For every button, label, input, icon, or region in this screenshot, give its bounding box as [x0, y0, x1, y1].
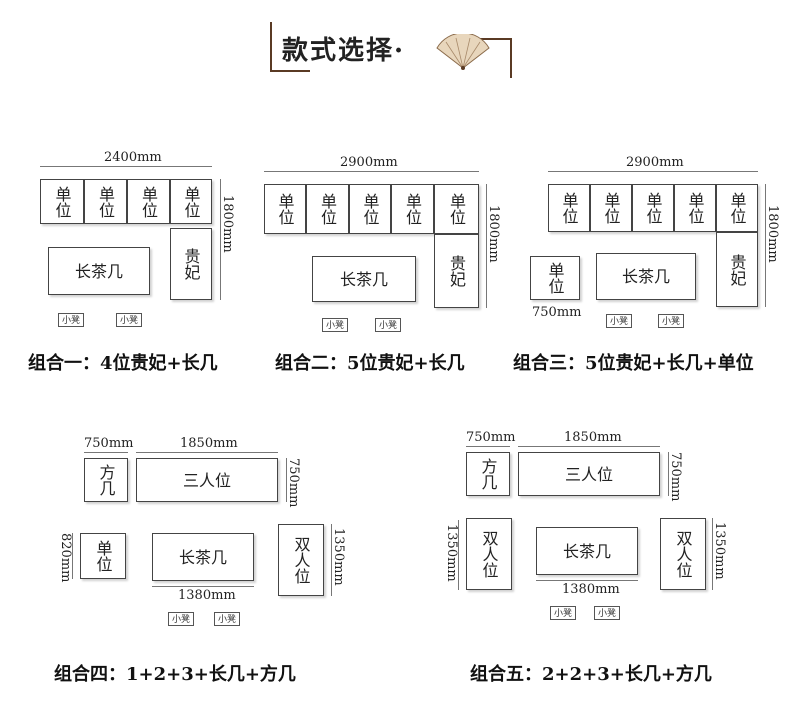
seat-consort: 贵妃 [170, 228, 212, 300]
seat-single: 单位 [434, 184, 479, 234]
dim-depth: 1800mm [486, 205, 501, 263]
seat-single: 单位 [590, 184, 632, 232]
square-table: 方几 [84, 458, 128, 502]
long-tea-table: 长茶几 [596, 253, 696, 300]
combo-caption: 组合五：2+2+3+长几+方几 [470, 664, 712, 685]
long-tea-table: 长茶几 [152, 533, 254, 581]
dim-depth: 1800mm [220, 195, 235, 253]
stool: 小凳 [594, 606, 620, 620]
seat-double: 双人位 [466, 518, 512, 590]
dim-depth-three: 750mm [286, 458, 301, 508]
dim-width: 2400mm [104, 150, 162, 165]
stool: 小凳 [116, 313, 142, 327]
stool: 小凳 [375, 318, 401, 332]
dim-depth: 1800mm [765, 205, 780, 263]
seat-single: 单位 [674, 184, 716, 232]
page-title: 款式选择· [282, 36, 406, 66]
stool: 小凳 [322, 318, 348, 332]
dim-depth-double: 1350mm [331, 528, 346, 586]
dim-depth-single: 820mm [58, 533, 73, 583]
combo-caption: 组合三：5位贵妃+长几+单位 [513, 353, 754, 374]
seat-single: 单位 [391, 184, 434, 234]
seat-single: 单位 [306, 184, 349, 234]
seat-single: 单位 [80, 533, 126, 579]
dim-width-single: 750mm [532, 305, 582, 320]
seat-single: 单位 [264, 184, 306, 234]
long-tea-table: 长茶几 [536, 527, 638, 575]
seat-double: 双人位 [278, 524, 324, 596]
fan-icon [436, 34, 490, 70]
seat-consort: 贵妃 [716, 232, 758, 307]
dim-width-three: 1850mm [180, 436, 238, 451]
seat-single: 单位 [127, 179, 170, 224]
combo-caption: 组合四：1+2+3+长几+方几 [54, 664, 296, 685]
dim-depth-three: 750mm [668, 452, 683, 502]
stool: 小凳 [658, 314, 684, 328]
combo-caption: 组合一：4位贵妃+长几 [28, 353, 218, 374]
seat-single-extra: 单位 [530, 256, 580, 300]
seat-double: 双人位 [660, 518, 706, 590]
dim-width-square: 750mm [466, 430, 516, 445]
dim-width-three: 1850mm [564, 430, 622, 445]
seat-three: 三人位 [136, 458, 278, 502]
seat-single: 单位 [170, 179, 212, 224]
seat-single: 单位 [84, 179, 127, 224]
long-tea-table: 长茶几 [48, 247, 150, 295]
seat-single: 单位 [349, 184, 391, 234]
seat-consort: 贵妃 [434, 234, 479, 308]
combo-caption: 组合二：5位贵妃+长几 [275, 353, 465, 374]
stool: 小凳 [58, 313, 84, 327]
dim-width-table: 1380mm [562, 582, 620, 597]
dim-width-square: 750mm [84, 436, 134, 451]
stool: 小凳 [214, 612, 240, 626]
dim-width: 2900mm [626, 155, 684, 170]
square-table: 方几 [466, 452, 510, 496]
seat-single: 单位 [632, 184, 674, 232]
dim-width: 2900mm [340, 155, 398, 170]
seat-single: 单位 [40, 179, 84, 224]
stool: 小凳 [550, 606, 576, 620]
seat-three: 三人位 [518, 452, 660, 496]
dim-depth-double: 1350mm [444, 524, 459, 582]
stool: 小凳 [606, 314, 632, 328]
stool: 小凳 [168, 612, 194, 626]
long-tea-table: 长茶几 [312, 256, 416, 302]
dim-width-table: 1380mm [178, 588, 236, 603]
seat-single: 单位 [548, 184, 590, 232]
dim-depth-double: 1350mm [712, 522, 727, 580]
seat-single: 单位 [716, 184, 758, 232]
